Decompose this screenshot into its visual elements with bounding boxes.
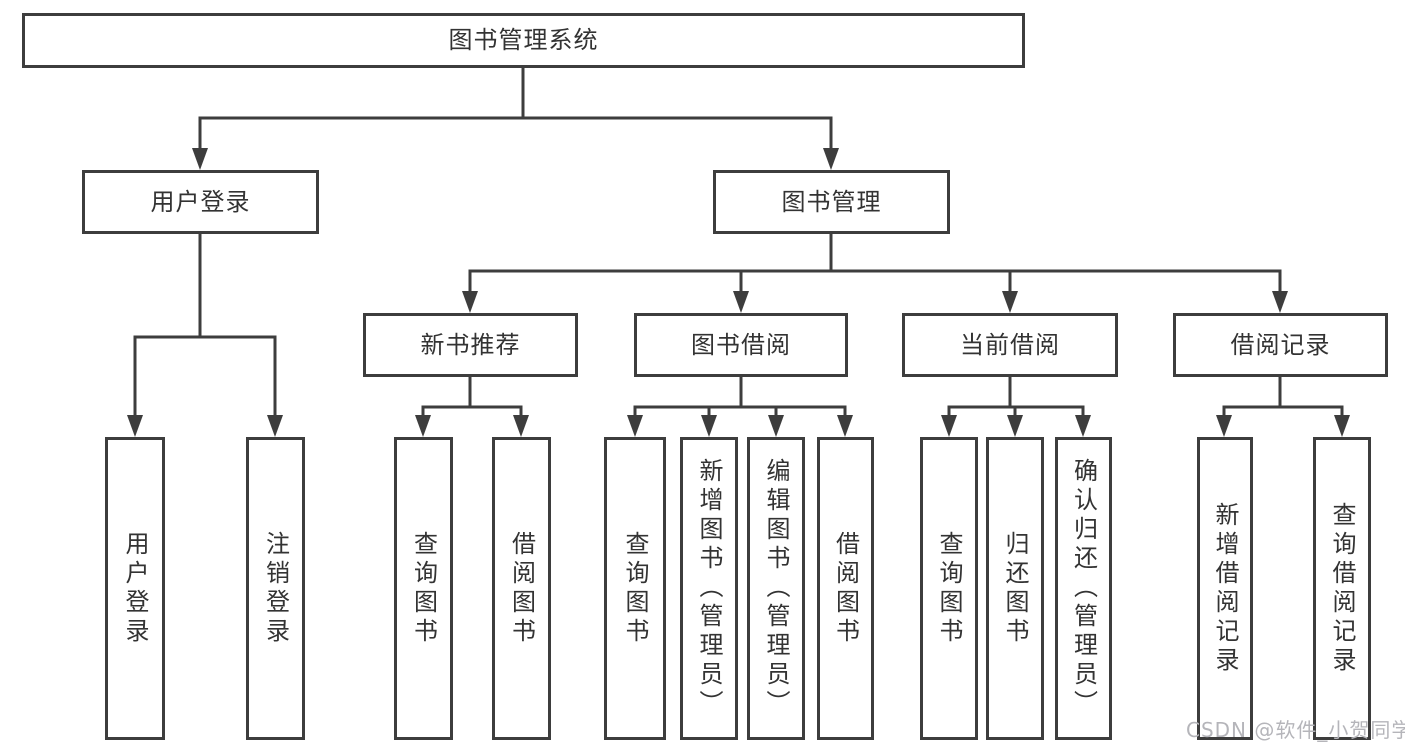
node-label: 新增图书（管理员） bbox=[695, 458, 723, 719]
node-label: 编辑图书（管理员） bbox=[762, 458, 790, 719]
node-leaf-cb-confirm-return-admin: 确认归还（管理员） bbox=[1055, 437, 1112, 740]
watermark: CSDN @软件_小贺同学 bbox=[1186, 718, 1405, 742]
node-system-root: 图书管理系统 bbox=[22, 13, 1025, 68]
node-leaf-nb-query-book: 查询图书 bbox=[394, 437, 453, 740]
node-leaf-cb-query-book: 查询图书 bbox=[920, 437, 978, 740]
node-leaf-bb-add-book-admin: 新增图书（管理员） bbox=[680, 437, 738, 740]
node-leaf-cb-return-book: 归还图书 bbox=[986, 437, 1044, 740]
node-label: 借阅记录 bbox=[1230, 330, 1331, 359]
node-leaf-user-login: 用户登录 bbox=[105, 437, 165, 740]
node-leaf-bb-borrow-book: 借阅图书 bbox=[817, 437, 874, 740]
node-label: 查询图书 bbox=[621, 530, 649, 647]
node-label: 当前借阅 bbox=[960, 330, 1060, 359]
node-leaf-bb-query-book: 查询图书 bbox=[604, 437, 666, 740]
node-label: 图书管理 bbox=[781, 187, 882, 216]
node-label: 新书推荐 bbox=[420, 330, 521, 359]
node-borrow-records: 借阅记录 bbox=[1173, 313, 1388, 377]
node-label: 确认归还（管理员） bbox=[1069, 458, 1098, 719]
node-leaf-br-query-record: 查询借阅记录 bbox=[1313, 437, 1371, 740]
node-label: 注销登录 bbox=[261, 530, 290, 647]
node-label: 借阅图书 bbox=[831, 530, 860, 647]
node-label: 用户登录 bbox=[121, 530, 149, 647]
node-leaf-br-add-record: 新增借阅记录 bbox=[1197, 437, 1253, 740]
node-label: 查询图书 bbox=[935, 530, 963, 647]
node-new-book-recommend: 新书推荐 bbox=[363, 313, 578, 377]
node-label: 新增借阅记录 bbox=[1211, 501, 1239, 676]
node-leaf-logout: 注销登录 bbox=[246, 437, 305, 740]
node-leaf-nb-borrow-book: 借阅图书 bbox=[492, 437, 551, 740]
node-label: 图书管理系统 bbox=[448, 26, 599, 55]
node-label: 查询图书 bbox=[409, 530, 438, 647]
node-label: 借阅图书 bbox=[507, 530, 536, 647]
node-label: 查询借阅记录 bbox=[1328, 501, 1356, 676]
node-book-borrow: 图书借阅 bbox=[634, 313, 848, 377]
node-leaf-bb-edit-book-admin: 编辑图书（管理员） bbox=[747, 437, 805, 740]
node-user-login-module: 用户登录 bbox=[82, 170, 319, 234]
arrowheads bbox=[127, 148, 1350, 437]
node-label: 归还图书 bbox=[1001, 530, 1029, 647]
node-label: 用户登录 bbox=[150, 187, 251, 216]
node-current-borrow: 当前借阅 bbox=[902, 313, 1118, 377]
node-book-management-module: 图书管理 bbox=[713, 170, 950, 234]
node-label: 图书借阅 bbox=[691, 330, 791, 359]
